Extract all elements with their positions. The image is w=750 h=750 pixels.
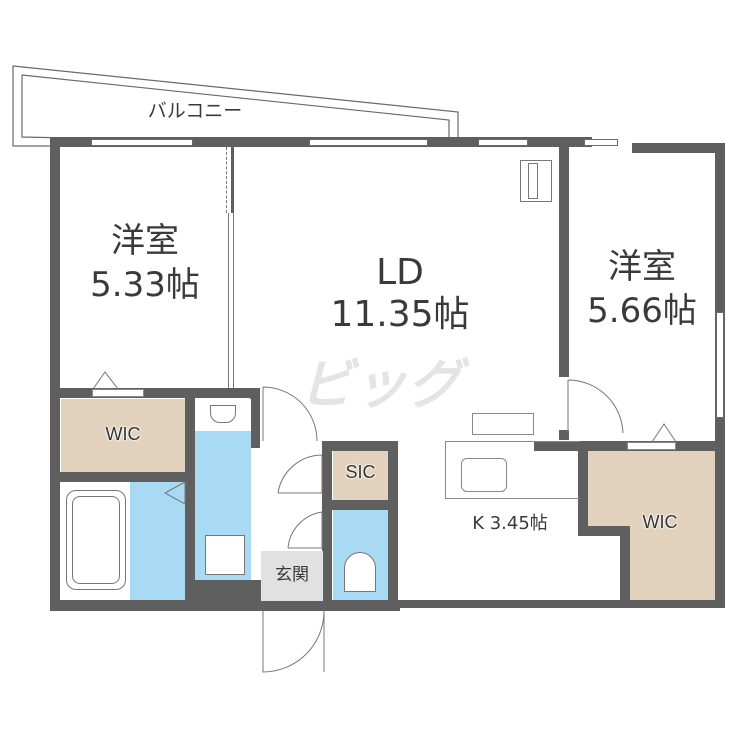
window-ld (309, 139, 428, 146)
entrance-area (261, 551, 323, 601)
toilet-icon (344, 552, 376, 592)
wall-wic-bottom (50, 472, 190, 482)
wall-sic-toilet (322, 500, 398, 510)
kitchen-counter (445, 441, 580, 499)
window-ld-right (478, 139, 528, 146)
wall-wic-right-step (578, 526, 630, 536)
window-right-room-side (716, 312, 724, 418)
wall-sic-right (388, 441, 398, 611)
wall-wic-right-left (578, 441, 588, 536)
ld-size: 11.35帖 (330, 294, 470, 335)
air-conditioner-icon (520, 160, 552, 202)
washbasin-icon (210, 405, 236, 423)
entrance-label: 玄関 (275, 565, 309, 585)
washbasin-counter (195, 399, 251, 431)
ld-label: LD (376, 252, 424, 293)
wall-ld-right-room (559, 147, 569, 377)
window-right-room-top (584, 139, 618, 146)
wic-left-label: WIC (105, 424, 141, 444)
western-room-left-label: 洋室 (111, 221, 179, 261)
wic-right-area-lower (630, 526, 715, 600)
sic-area (333, 451, 388, 500)
sink-icon (461, 458, 507, 492)
wic-right-label: WIC (642, 512, 678, 532)
wall-ld-right-room-low (559, 430, 569, 440)
sic-label: SIC (345, 462, 376, 482)
wall-wic-right (185, 388, 195, 608)
western-room-left-size: 5.33帖 (90, 265, 200, 305)
wall-left (50, 137, 60, 610)
bathtub-inner-icon (72, 496, 120, 584)
balcony-label: バルコニー (147, 100, 243, 122)
window-left-room (91, 139, 193, 146)
range-hood-icon (472, 413, 534, 435)
western-room-right-size: 5.66帖 (587, 291, 697, 331)
wall-below-left-room (50, 388, 260, 398)
bathroom-area (130, 482, 185, 600)
wall-bottom-kitchen (385, 600, 725, 608)
wic-left-area (61, 399, 185, 472)
wall-washroom-bottom (190, 580, 262, 605)
western-room-right-label: 洋室 (608, 247, 676, 287)
air-conditioner-vent-icon (528, 163, 538, 199)
wall-sic-top (322, 441, 398, 451)
sliding-partition (228, 213, 234, 388)
watermark-logo: ビッグ (295, 353, 475, 416)
bathtub-icon (66, 490, 126, 590)
wall-top-right-step (632, 143, 724, 153)
wall-sic-left (322, 441, 332, 611)
wall-wic-right-inner (620, 526, 630, 608)
wall-bottom-left (50, 600, 400, 611)
wall-washroom-right (250, 388, 260, 448)
wall-top-right (570, 137, 592, 147)
kitchen-label: K 3.45帖 (472, 513, 548, 534)
washing-machine-icon (205, 535, 245, 575)
wic-right-area (588, 451, 715, 526)
wall-left-room-ld (226, 147, 234, 213)
